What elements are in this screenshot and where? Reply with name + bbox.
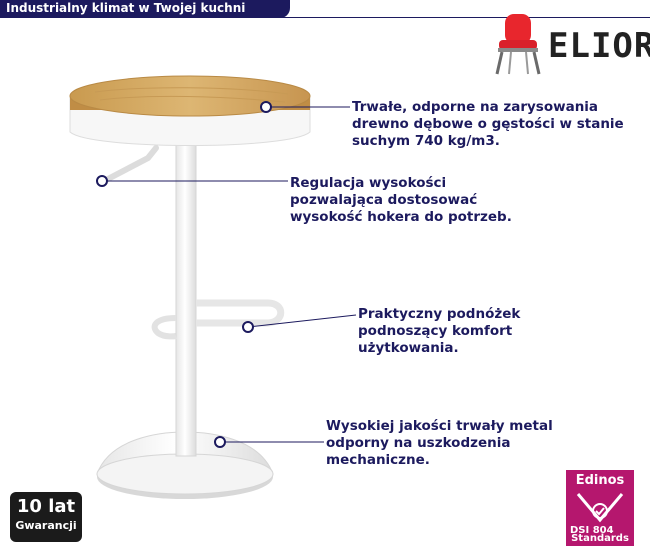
callout-metal: Wysokiej jakości trwały metal odporny na…	[326, 418, 553, 469]
callout-line: wysokość hokera do potrzeb.	[290, 209, 512, 225]
callout-line: Wysokiej jakości trwały metal	[326, 418, 553, 434]
callout-height-adjust: Regulacja wysokości pozwalająca dostosow…	[290, 175, 512, 226]
chair-logo-icon	[495, 14, 541, 75]
callout-wood-seat: Trwałe, odporne na zarysowania drewno dę…	[352, 99, 624, 150]
callout-line: suchym 740 kg/m3.	[352, 133, 500, 149]
callout-line: pozwalająca dostosować	[290, 192, 478, 208]
certificate-subtitle: Standards	[571, 533, 629, 544]
brand-name: ELIOR	[548, 26, 650, 66]
header-banner: Industrialny klimat w Twojej kuchni	[0, 0, 290, 18]
callout-markers	[96, 101, 272, 448]
callout-footrest: Praktyczny podnóżek podnoszący komfort u…	[358, 306, 520, 357]
stool-footrest	[151, 299, 285, 340]
warranty-badge: 10 lat Gwarancji	[10, 492, 82, 542]
header-divider	[0, 17, 650, 18]
callout-line: Trwałe, odporne na zarysowania	[352, 99, 599, 115]
callout-line: odporny na uszkodzenia	[326, 435, 511, 451]
callout-line: użytkowania.	[358, 340, 459, 356]
brand-logo: ELIOR	[486, 12, 650, 76]
callout-line: Regulacja wysokości	[290, 175, 447, 191]
certificate-standard: DSI 804	[570, 525, 614, 536]
stool-seat	[69, 75, 311, 146]
certificate-badge: Edinos DSI 804 Standards	[566, 470, 634, 546]
callout-line: mechaniczne.	[326, 452, 430, 468]
certificate-emblem-icon	[576, 493, 624, 523]
callout-line: Praktyczny podnóżek	[358, 306, 521, 322]
warranty-label: Gwarancji	[15, 519, 77, 532]
callout-line: drewno dębowe o gęstości w stanie	[352, 116, 624, 132]
header-title: Industrialny klimat w Twojej kuchni	[6, 1, 246, 15]
callout-line: podnoszący komfort	[358, 323, 513, 339]
certificate-title: Edinos	[575, 473, 625, 488]
warranty-years: 10 lat	[16, 496, 76, 517]
stool-column	[175, 137, 197, 457]
height-adjust-lever	[103, 145, 159, 183]
callout-lines	[102, 106, 357, 443]
